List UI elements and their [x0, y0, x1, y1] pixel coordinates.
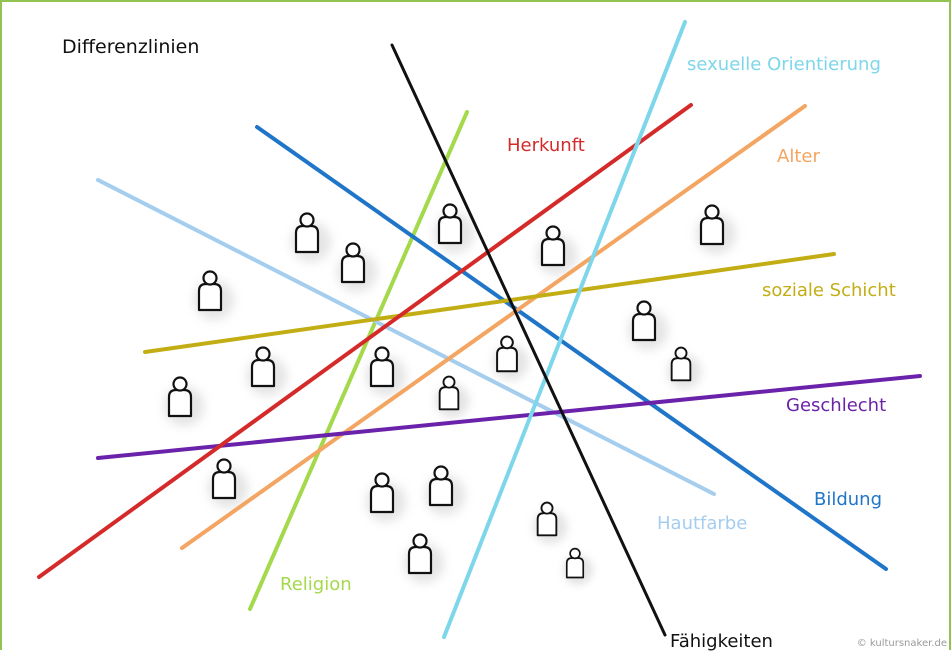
label-alter: Alter — [777, 146, 820, 167]
person-icon — [628, 300, 668, 350]
person-icon — [366, 472, 406, 522]
person-icon — [425, 465, 465, 515]
copyright-credit: © kultursnaker.de — [856, 638, 947, 649]
lines-group — [37, 20, 922, 639]
label-hautfarbe: Hautfarbe — [657, 513, 747, 534]
person-icon — [696, 204, 736, 254]
line-herkunft — [37, 103, 693, 579]
people-group — [164, 203, 736, 585]
label-religion: Religion — [280, 574, 352, 595]
person-icon — [563, 547, 593, 585]
person-icon — [208, 458, 248, 508]
person-icon — [337, 242, 377, 292]
diagram-title: Differenzlinien — [62, 36, 200, 58]
label-herkunft: Herkunft — [507, 135, 585, 156]
line-alter — [180, 104, 807, 550]
person-icon — [533, 501, 568, 544]
person-icon — [435, 375, 470, 418]
person-icon — [434, 203, 474, 253]
person-icon — [492, 335, 529, 381]
label-geschlecht: Geschlecht — [786, 395, 886, 416]
person-icon — [164, 376, 204, 426]
label-fahigkeiten: Fähigkeiten — [670, 631, 773, 652]
line-soziale-schicht — [143, 252, 836, 354]
line-religion — [248, 110, 469, 611]
label-soziale-schicht: soziale Schicht — [762, 280, 896, 301]
line-bildung — [255, 125, 888, 571]
line-sexuelle-orientierung — [442, 20, 687, 639]
person-icon — [194, 270, 234, 320]
label-bildung: Bildung — [814, 489, 882, 510]
labels-group: sexuelle Orientierung Herkunft Alter soz… — [280, 54, 896, 652]
label-sexuelle-orientierung: sexuelle Orientierung — [687, 54, 881, 75]
person-icon — [366, 346, 406, 396]
person-icon — [667, 346, 702, 389]
line-hautfarbe — [96, 178, 716, 496]
person-icon — [537, 225, 577, 275]
person-icon — [291, 212, 331, 262]
line-geschlecht — [96, 374, 922, 460]
person-icon — [247, 346, 287, 396]
line-fahigkeiten — [390, 43, 667, 637]
person-icon — [404, 533, 444, 583]
